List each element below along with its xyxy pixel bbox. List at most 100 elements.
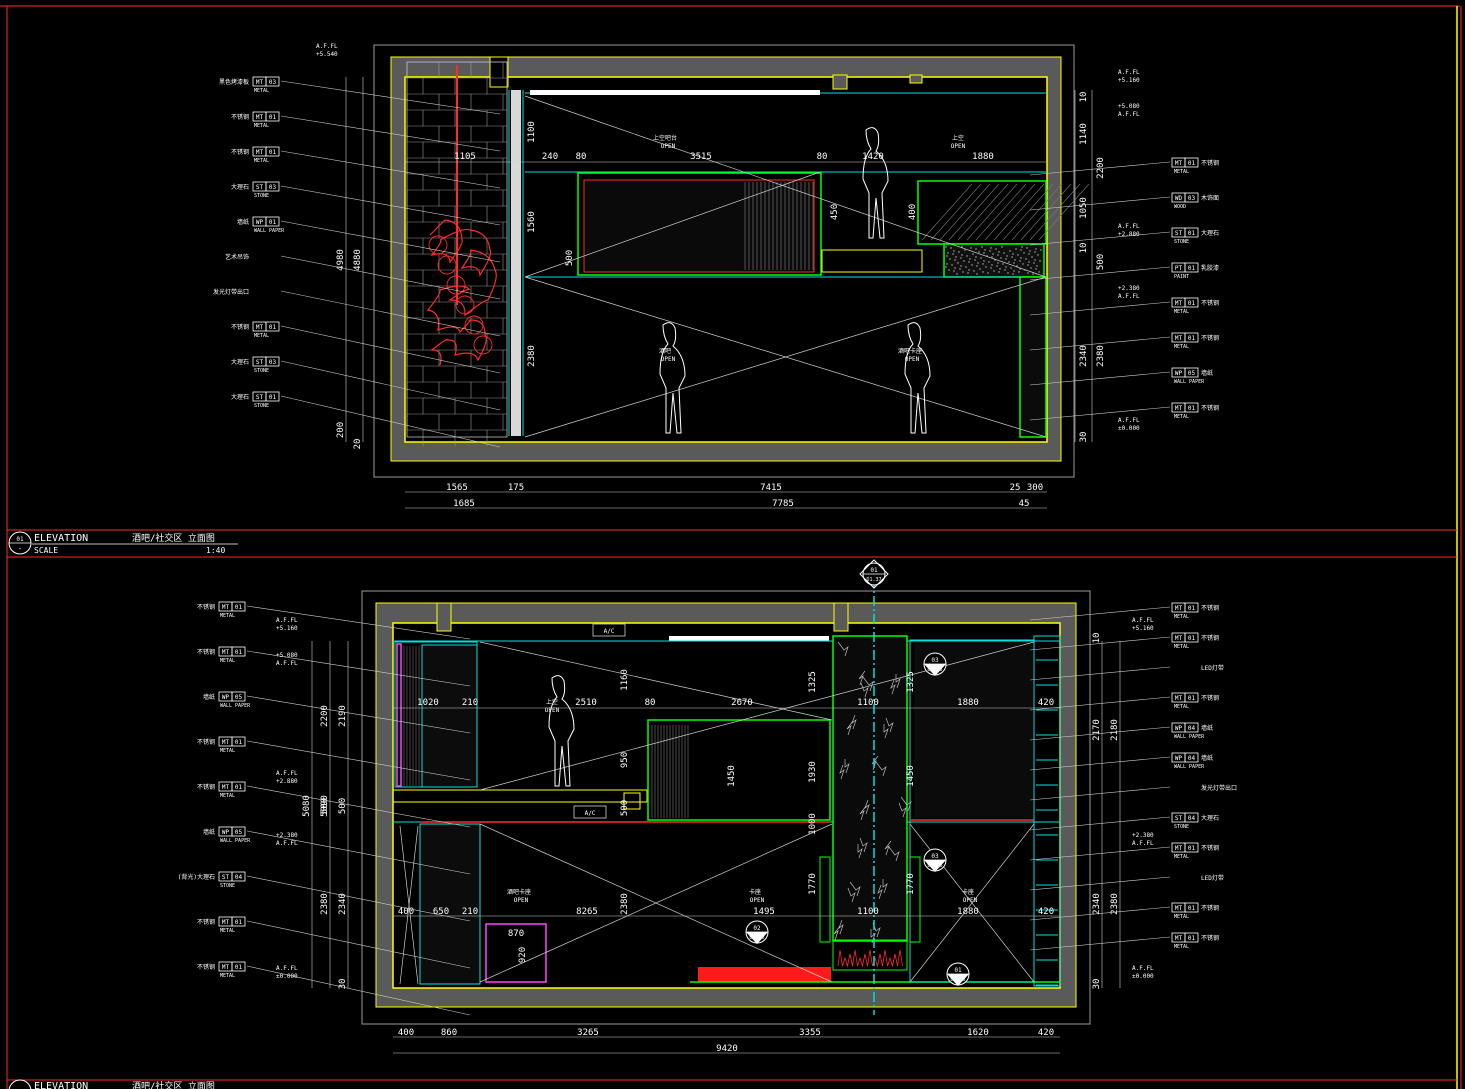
- svg-text:上空: 上空: [546, 698, 558, 706]
- svg-text:MT: MT: [222, 919, 230, 926]
- svg-text:大理石: 大理石: [231, 393, 249, 401]
- svg-text:80: 80: [576, 152, 587, 162]
- svg-text:MT: MT: [222, 739, 230, 746]
- svg-text:WALL PAPER: WALL PAPER: [1174, 764, 1205, 770]
- svg-text:500: 500: [320, 798, 330, 814]
- art-pendant: [426, 219, 497, 366]
- open-label-en: OPEN: [951, 143, 966, 150]
- svg-text:OPEN: OPEN: [545, 707, 560, 714]
- svg-text:+5.540: +5.540: [316, 51, 338, 58]
- svg-text:A/C: A/C: [604, 628, 615, 635]
- svg-text:01: 01: [269, 149, 277, 156]
- elev2-right-vdims: 10 2170 2180 2340 2380 30: [1092, 633, 1120, 990]
- svg-text:420: 420: [1038, 907, 1054, 917]
- svg-text:1495: 1495: [753, 907, 775, 917]
- svg-text:1685: 1685: [453, 499, 475, 509]
- svg-text:大理石: 大理石: [1201, 229, 1219, 237]
- svg-text:1880: 1880: [972, 152, 994, 162]
- svg-text:300: 300: [1027, 483, 1043, 493]
- svg-text:03: 03: [931, 853, 939, 860]
- ac-unit-1: [592, 623, 626, 637]
- svg-text:WP: WP: [256, 219, 264, 226]
- svg-text:A.F.FL: A.F.FL: [1118, 111, 1140, 118]
- svg-text:10: 10: [1079, 243, 1089, 254]
- svg-text:3355: 3355: [799, 1028, 821, 1038]
- svg-text:1880: 1880: [957, 698, 979, 708]
- svg-text:卡座: 卡座: [962, 888, 974, 896]
- stone-panel: [943, 243, 1045, 278]
- svg-text:500: 500: [1096, 254, 1106, 270]
- elev2-open-labels: 上空 OPEN 酒吧卡座 OPEN 卡座 OPEN 卡座 OPEN: [507, 698, 978, 904]
- svg-text:2380: 2380: [620, 893, 630, 915]
- elev2-left-vdims: 5080 5090 2200 2190 500 500 2380 2340 30: [302, 705, 348, 989]
- svg-text:2380: 2380: [1096, 345, 1106, 367]
- title-dash: -: [18, 545, 22, 553]
- svg-text:01: 01: [1188, 605, 1196, 612]
- svg-text:03: 03: [931, 657, 939, 664]
- svg-text:04: 04: [235, 874, 243, 881]
- svg-text:1100: 1100: [527, 121, 537, 143]
- svg-text:1880: 1880: [957, 907, 979, 917]
- svg-text:01: 01: [1188, 845, 1196, 852]
- svg-text:650: 650: [433, 907, 449, 917]
- svg-text:MT: MT: [1175, 405, 1183, 412]
- elev1-open-labels: 上空吧台 OPEN 上空 OPEN 酒吧 OPEN 酒吧卡座 OPEN: [653, 134, 966, 363]
- svg-text:3515: 3515: [690, 152, 712, 162]
- svg-text:2380: 2380: [1110, 893, 1120, 915]
- svg-text:420: 420: [1038, 698, 1054, 708]
- svg-text:D1.36: D1.36: [749, 935, 764, 941]
- svg-text:D1.35: D1.35: [927, 667, 942, 673]
- svg-text:A/C: A/C: [585, 810, 596, 817]
- svg-text:2180: 2180: [1110, 719, 1120, 741]
- elev2-level-markers: A.F.FL +5.160 +5.080 A.F.FL A.F.FL +2.88…: [276, 617, 1154, 980]
- elev1-right-wall: [1047, 57, 1061, 461]
- svg-text:1100: 1100: [857, 907, 879, 917]
- svg-text:PT: PT: [1175, 265, 1183, 272]
- ceiling-light-strip-2: [669, 636, 829, 641]
- svg-text:1050: 1050: [1079, 197, 1089, 219]
- svg-text:ST: ST: [222, 874, 230, 881]
- svg-text:WALL PAPER: WALL PAPER: [220, 703, 251, 709]
- svg-text:STONE: STONE: [254, 403, 269, 409]
- svg-text:01: 01: [235, 964, 243, 971]
- svg-text:1450: 1450: [906, 765, 916, 787]
- svg-text:METAL: METAL: [1174, 614, 1189, 620]
- svg-text:ST: ST: [256, 394, 264, 401]
- open-label-cn: 酒吧卡座: [898, 347, 922, 355]
- svg-text:STONE: STONE: [220, 883, 235, 889]
- elev2-mid-dims: 400 650 210 8265 1495 1100 1880 420: [398, 907, 1054, 917]
- svg-text:METAL: METAL: [220, 613, 235, 619]
- svg-text:1930: 1930: [808, 761, 818, 783]
- elev1-ceiling-slab: [391, 57, 1061, 77]
- elev1-left-wall: [391, 57, 405, 461]
- svg-text:WP: WP: [222, 829, 230, 836]
- right-metal-panel: [1019, 276, 1047, 438]
- svg-text:2340: 2340: [338, 893, 348, 915]
- svg-text:大理石: 大理石: [231, 183, 249, 191]
- svg-text:03: 03: [269, 359, 277, 366]
- svg-text:A.F.FL: A.F.FL: [276, 840, 298, 847]
- svg-text:5080: 5080: [302, 795, 312, 817]
- svg-text:WP: WP: [1175, 725, 1183, 732]
- svg-text:1000: 1000: [808, 813, 818, 835]
- svg-text:PAINT: PAINT: [1174, 274, 1189, 280]
- svg-text:1325: 1325: [906, 671, 916, 693]
- svg-text:大理石: 大理石: [231, 358, 249, 366]
- elev2-inner-vdims: 1160 950 500 2380 1450 1325 1930 1000 17…: [508, 669, 916, 963]
- svg-text:20: 20: [353, 439, 363, 450]
